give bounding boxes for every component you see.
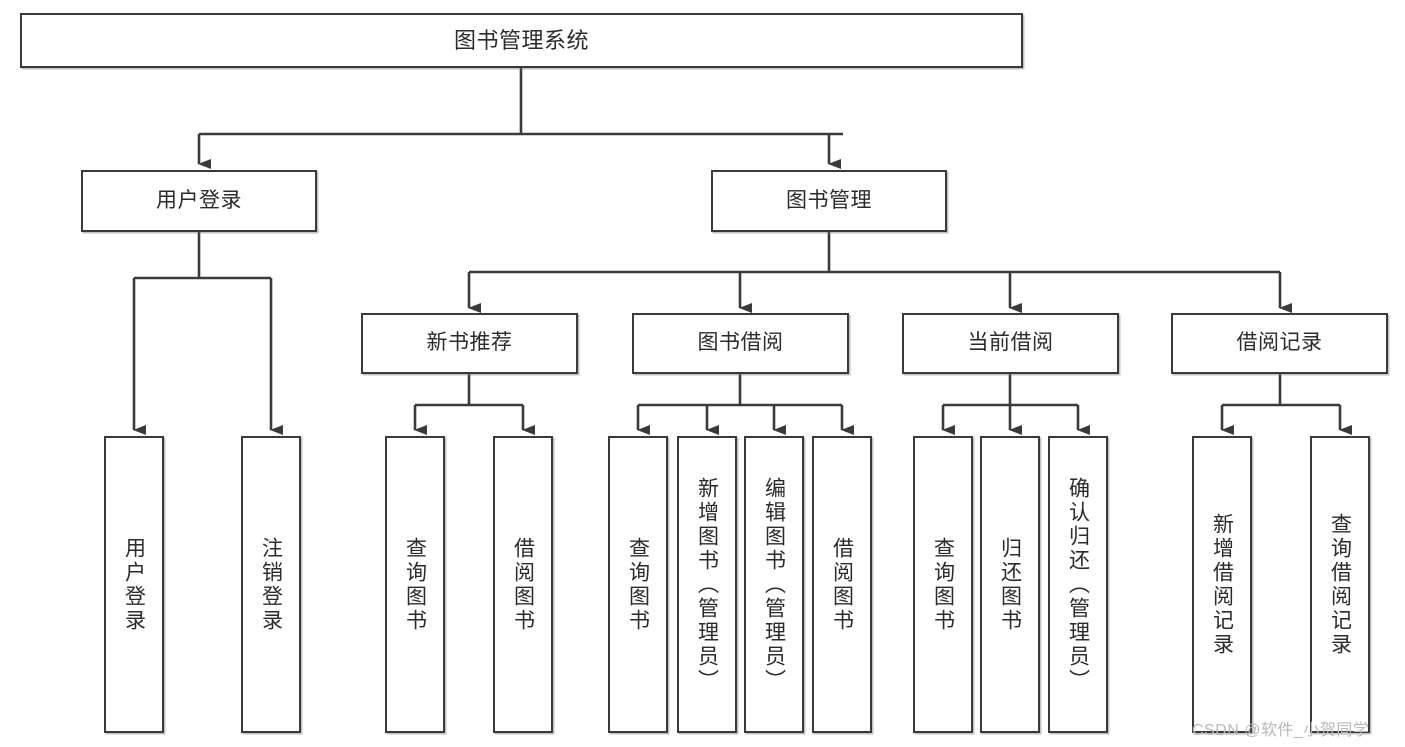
node-borrow-record-label: 借阅记录 [1236, 331, 1323, 355]
node-root[interactable]: 图书管理系统 [20, 13, 1023, 68]
node-new-book-recommend-label: 新书推荐 [426, 331, 513, 355]
node-book-borrow[interactable]: 图书借阅 [632, 313, 849, 374]
node-leaf-add-record-label: 新增借阅记录 [1210, 512, 1234, 657]
node-user-login[interactable]: 用户登录 [81, 170, 317, 232]
node-leaf-edit-book[interactable]: 编辑图书（管理员） [744, 436, 804, 733]
node-leaf-add-record[interactable]: 新增借阅记录 [1192, 436, 1252, 733]
node-book-borrow-label: 图书借阅 [697, 331, 784, 355]
node-leaf-add-book-label: 新增图书（管理员） [695, 476, 719, 693]
node-leaf-query-book-2[interactable]: 查询图书 [608, 436, 668, 733]
node-leaf-borrow-book-1[interactable]: 借阅图书 [493, 436, 553, 733]
node-leaf-confirm-return-label: 确认归还（管理员） [1066, 476, 1090, 693]
node-current-borrow[interactable]: 当前借阅 [902, 313, 1119, 374]
node-leaf-query-book-2-label: 查询图书 [626, 536, 650, 633]
node-leaf-return-book-label: 归还图书 [998, 536, 1022, 633]
node-root-label: 图书管理系统 [453, 27, 589, 53]
node-borrow-record[interactable]: 借阅记录 [1171, 313, 1388, 374]
node-leaf-confirm-return[interactable]: 确认归还（管理员） [1048, 436, 1108, 733]
node-leaf-edit-book-label: 编辑图书（管理员） [762, 476, 786, 693]
node-leaf-logout-login[interactable]: 注销登录 [241, 436, 301, 733]
node-leaf-logout-login-label: 注销登录 [259, 536, 283, 633]
node-leaf-borrow-book-2[interactable]: 借阅图书 [812, 436, 872, 733]
node-leaf-add-book[interactable]: 新增图书（管理员） [677, 436, 737, 733]
node-book-manage[interactable]: 图书管理 [711, 170, 947, 232]
node-leaf-query-book-3-label: 查询图书 [931, 536, 955, 633]
node-leaf-query-book-1-label: 查询图书 [403, 536, 427, 633]
node-user-login-label: 用户登录 [156, 188, 242, 212]
node-leaf-query-record[interactable]: 查询借阅记录 [1310, 436, 1370, 733]
node-new-book-recommend[interactable]: 新书推荐 [361, 313, 578, 374]
node-leaf-query-book-1[interactable]: 查询图书 [385, 436, 445, 733]
node-leaf-query-book-3[interactable]: 查询图书 [913, 436, 973, 733]
node-leaf-borrow-book-2-label: 借阅图书 [830, 536, 854, 633]
node-leaf-return-book[interactable]: 归还图书 [980, 436, 1040, 733]
node-current-borrow-label: 当前借阅 [967, 331, 1054, 355]
node-leaf-user-login-label: 用户登录 [122, 536, 146, 633]
node-leaf-query-record-label: 查询借阅记录 [1328, 512, 1352, 657]
node-book-manage-label: 图书管理 [786, 188, 872, 212]
node-leaf-borrow-book-1-label: 借阅图书 [511, 536, 535, 633]
node-leaf-user-login[interactable]: 用户登录 [104, 436, 164, 733]
